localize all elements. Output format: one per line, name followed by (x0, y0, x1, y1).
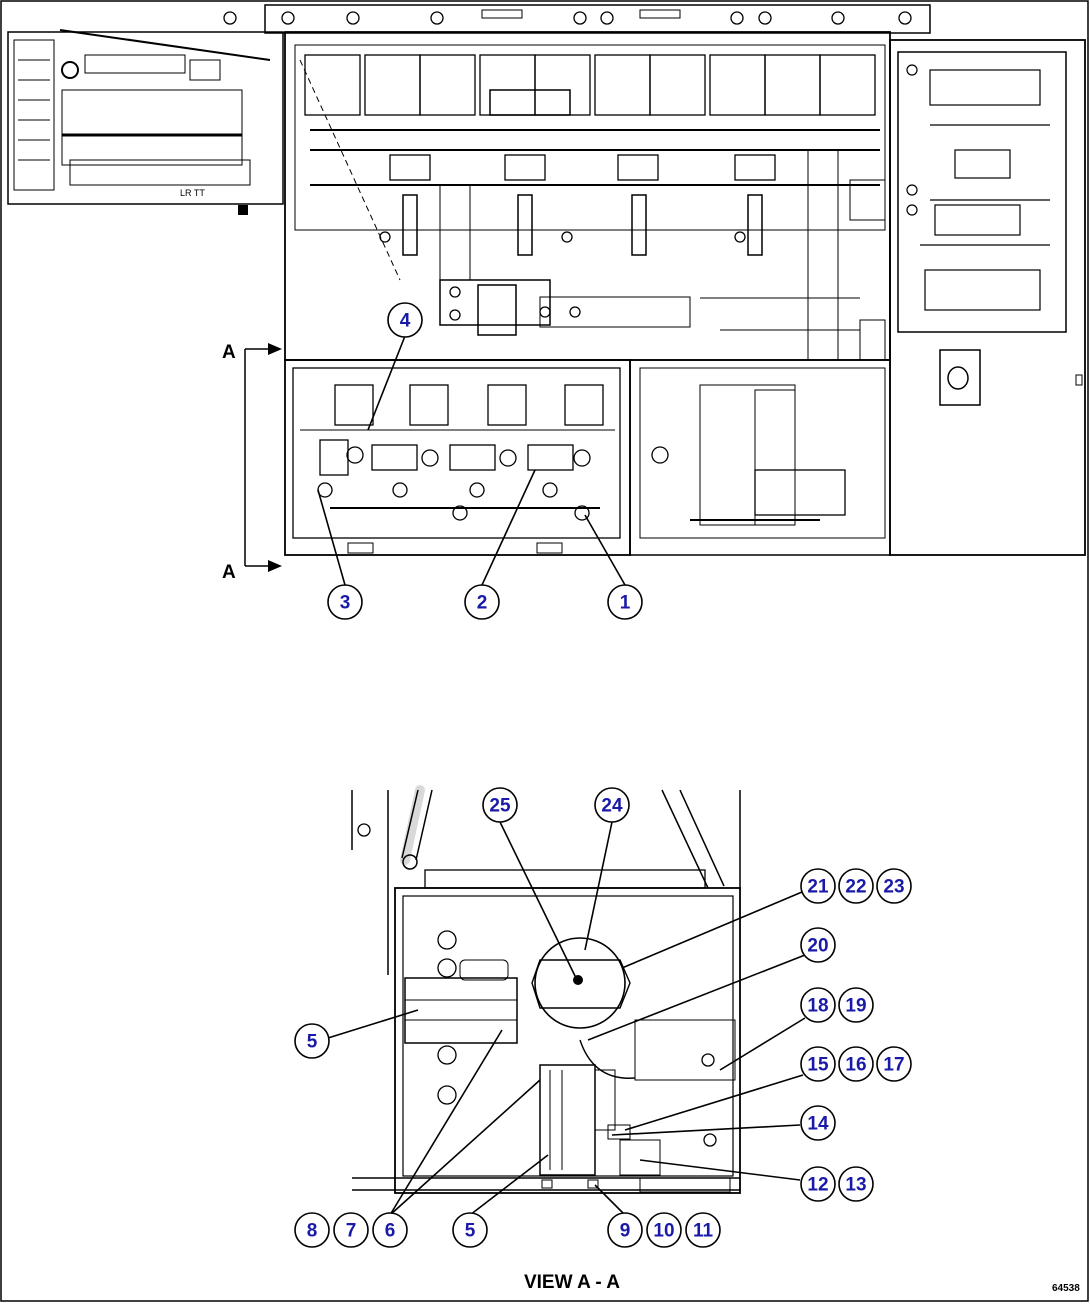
callout-1: 1 (607, 584, 643, 620)
svg-text:6: 6 (385, 1221, 396, 1242)
svg-text:22: 22 (845, 877, 866, 898)
svg-text:23: 23 (883, 877, 904, 898)
callout-24: 24 (594, 787, 630, 823)
svg-text:2: 2 (477, 593, 488, 614)
top-panel-label: LR TT (180, 188, 205, 198)
section-marker-top: A (222, 342, 236, 363)
svg-text:24: 24 (601, 796, 623, 817)
svg-text:7: 7 (346, 1221, 357, 1242)
svg-text:15: 15 (807, 1055, 829, 1076)
svg-text:18: 18 (807, 996, 828, 1017)
svg-text:9: 9 (620, 1221, 631, 1242)
svg-text:8: 8 (307, 1221, 318, 1242)
drawing-reference: 64538 (1052, 1283, 1080, 1294)
section-marker-bottom: A (222, 562, 236, 583)
svg-text:19: 19 (845, 996, 866, 1017)
callout-6: 6 (372, 1212, 408, 1248)
callout-19: 19 (838, 987, 874, 1023)
callout-14: 14 (800, 1105, 836, 1141)
svg-text:11: 11 (693, 1221, 714, 1242)
svg-text:13: 13 (845, 1175, 866, 1196)
callout-12: 12 (800, 1166, 836, 1202)
callout-8: 8 (294, 1212, 330, 1248)
callout-21: 21 (800, 868, 836, 904)
callout-10: 10 (646, 1212, 682, 1248)
svg-text:20: 20 (807, 936, 828, 957)
callout-13: 13 (838, 1166, 874, 1202)
callout-17: 17 (876, 1046, 912, 1082)
svg-text:14: 14 (807, 1114, 829, 1135)
view-title: VIEW A - A (524, 1272, 620, 1293)
callout-2: 2 (464, 584, 500, 620)
callout-25: 25 (482, 787, 518, 823)
callout-11: 11 (685, 1212, 721, 1248)
callout-4: 4 (387, 302, 423, 338)
callout-16: 16 (838, 1046, 874, 1082)
svg-text:12: 12 (807, 1175, 828, 1196)
callout-9: 9 (607, 1212, 643, 1248)
callout-7: 7 (333, 1212, 369, 1248)
svg-text:1: 1 (620, 593, 631, 614)
svg-text:17: 17 (883, 1055, 904, 1076)
svg-text:16: 16 (845, 1055, 866, 1076)
callout-20: 20 (800, 927, 836, 963)
callout-15: 15 (800, 1046, 836, 1082)
svg-text:5: 5 (307, 1032, 318, 1053)
svg-text:5: 5 (465, 1221, 476, 1242)
callout-22: 22 (838, 868, 874, 904)
callout-23: 23 (876, 868, 912, 904)
svg-text:10: 10 (653, 1221, 674, 1242)
svg-text:25: 25 (489, 796, 511, 817)
svg-text:3: 3 (340, 593, 351, 614)
callout-18: 18 (800, 987, 836, 1023)
callout-5-bottom: 5 (452, 1212, 488, 1248)
svg-text:4: 4 (400, 311, 411, 332)
callout-5-left: 5 (294, 1023, 330, 1059)
section-view: 25 24 21 22 23 20 5 18 19 15 16 17 14 12… (294, 785, 912, 1293)
callout-3: 3 (327, 584, 363, 620)
svg-text:21: 21 (807, 877, 829, 898)
top-assembly: LR TT (7, 4, 1086, 620)
